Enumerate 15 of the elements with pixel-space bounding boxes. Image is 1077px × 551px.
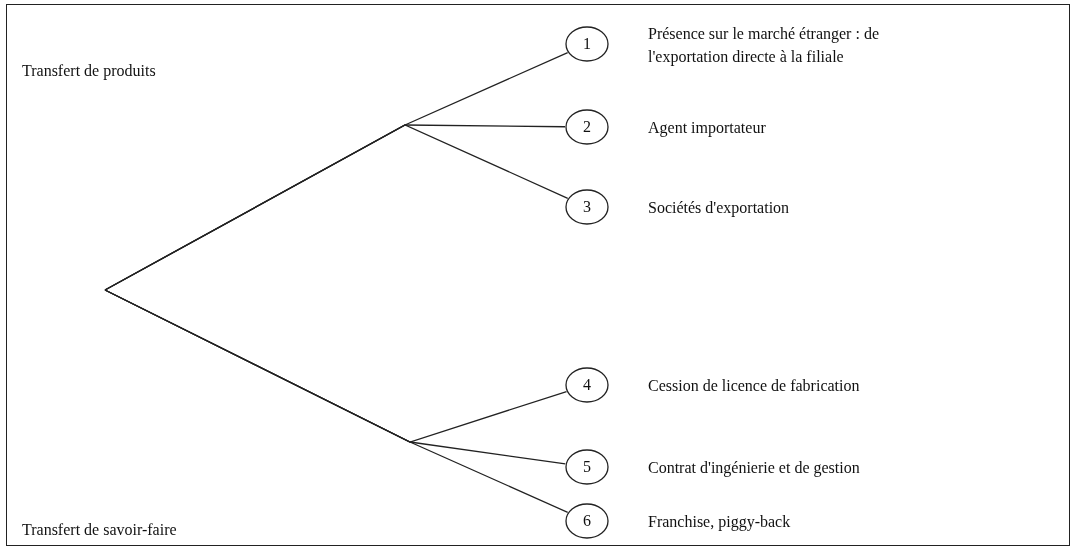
numbered-circle: 2	[565, 109, 609, 145]
option-description: Sociétés d'exportation	[648, 198, 791, 219]
numbered-circle: 3	[565, 189, 609, 225]
branch-label: Transfert de produits	[22, 62, 156, 80]
numbered-circle: 5	[565, 449, 609, 485]
branch-line	[104, 289, 569, 514]
option-description: Présence sur le marché étranger : de l'exportation directe à la filiale	[648, 24, 880, 68]
option-description: Franchise, piggy-back	[648, 512, 792, 533]
numbered-circle: 4	[565, 367, 609, 403]
numbered-circle: 1	[565, 26, 609, 62]
numbered-circle: 6	[565, 503, 609, 539]
option-description: Contrat d'ingénierie et de gestion	[648, 458, 861, 479]
option-description: Cession de licence de fabrication	[648, 376, 861, 396]
branch-label: Transfert de savoir-faire	[22, 521, 177, 539]
option-description: Agent importateur	[648, 118, 767, 139]
